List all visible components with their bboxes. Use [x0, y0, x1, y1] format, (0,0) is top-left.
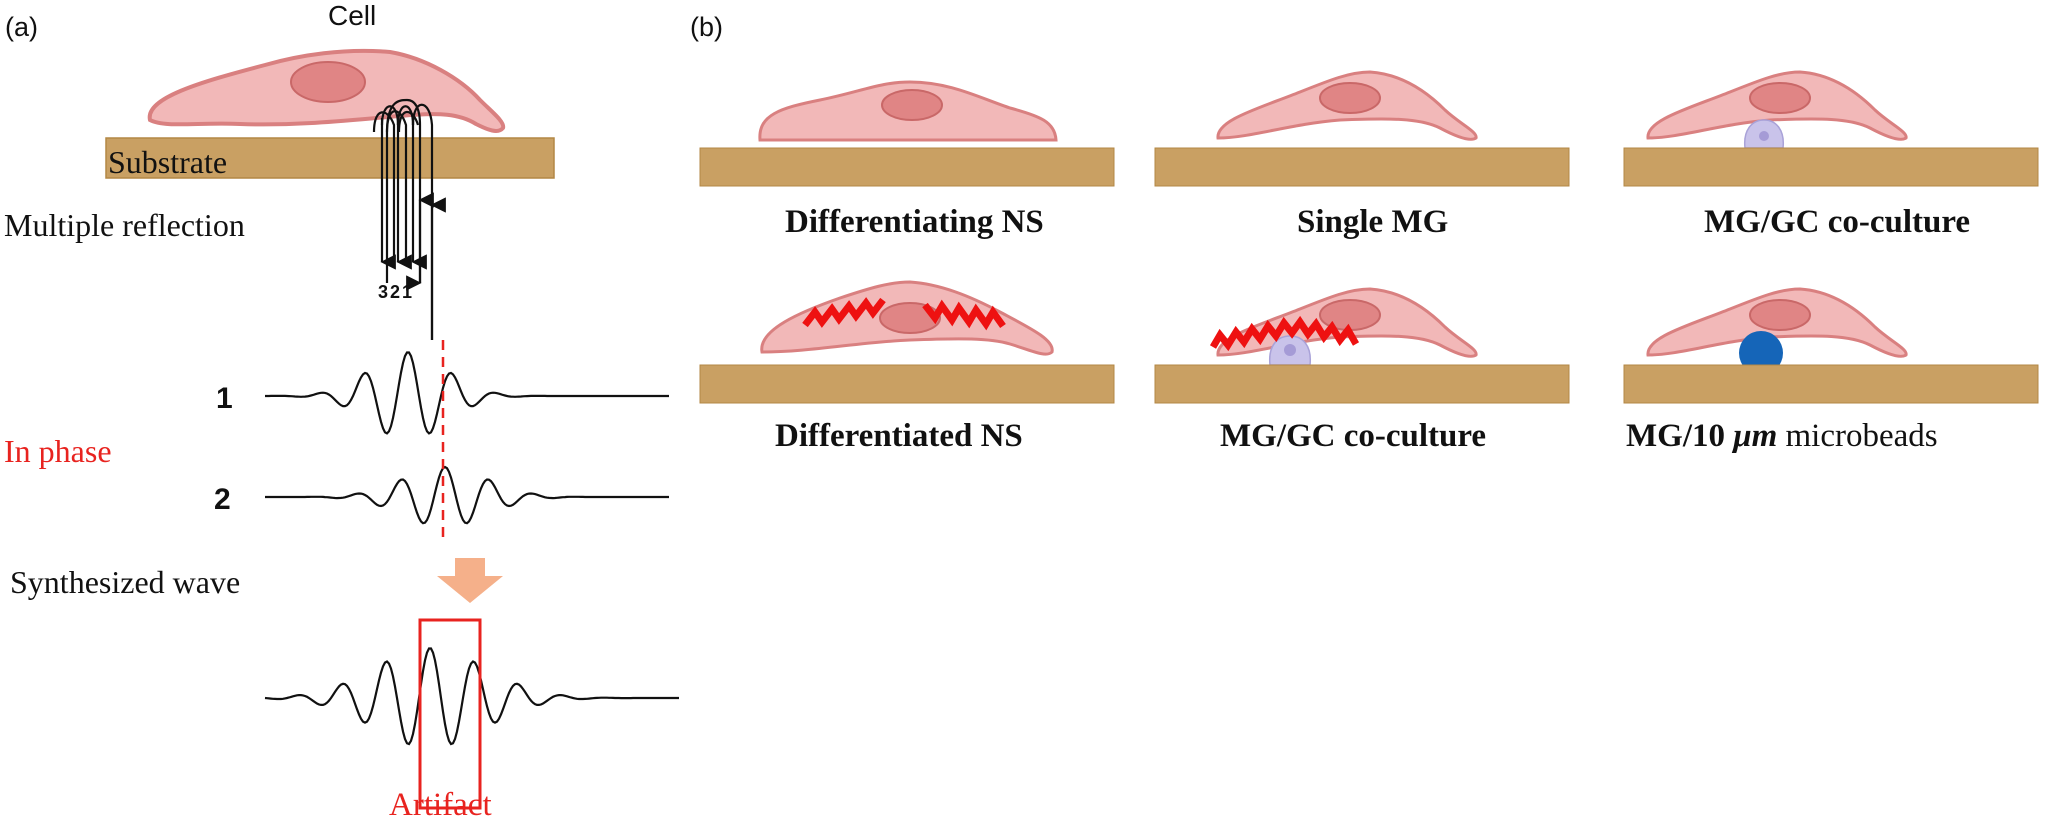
differentiating-ns-cell: [758, 80, 1058, 142]
wave-2-label: 2: [214, 483, 231, 516]
substrate-label: Substrate: [108, 144, 227, 180]
reflection-paths: [372, 98, 434, 291]
reflection-numbers: 321: [378, 282, 414, 302]
caption-mg-prefix: MG/10: [1626, 418, 1733, 454]
synthesized-label: Synthesized wave: [10, 564, 240, 600]
multiple-reflection-label: Multiple reflection: [4, 207, 245, 243]
caption-single-mg: Single MG: [1297, 204, 1448, 240]
substrate-b5: [1154, 364, 1570, 404]
wave-1-label: 1: [216, 382, 233, 415]
substrate-b1: [699, 147, 1115, 187]
cell-a: [147, 48, 506, 133]
mg-bead-cell: [1646, 287, 1908, 375]
artifact-box: [418, 618, 482, 810]
microbead: [1739, 331, 1783, 375]
differentiated-ns-cell: [760, 280, 1054, 356]
substrate-a: [105, 137, 555, 179]
caption-mg-microbeads: MG/10 μm microbeads: [1626, 418, 1938, 454]
substrate-b3: [1623, 147, 2039, 187]
caption-mg-gc-co-culture-1: MG/GC co-culture: [1704, 204, 1970, 240]
wave-2: [265, 465, 669, 525]
panel-a-label: (a): [5, 12, 38, 42]
down-arrow: [437, 558, 503, 603]
caption-mg-gc-co-culture-2: MG/GC co-culture: [1220, 418, 1486, 454]
substrate-b2: [1154, 147, 1570, 187]
mg-gc-cell-2: [1209, 287, 1478, 366]
substrate-b4: [699, 364, 1115, 404]
wave-1: [265, 351, 669, 435]
substrate-b6: [1623, 364, 2039, 404]
cell-label: Cell: [328, 0, 376, 31]
panel-b-label: (b): [690, 12, 723, 42]
synthesized-wave: [264, 647, 679, 746]
mg-gc-cell-1: [1646, 70, 1908, 149]
caption-differentiated-ns: Differentiated NS: [775, 418, 1023, 454]
caption-differentiating-ns: Differentiating NS: [785, 204, 1044, 240]
in-phase-label: In phase: [4, 433, 112, 469]
caption-mg-unit: μm: [1731, 418, 1777, 454]
single-mg-cell: [1216, 70, 1478, 141]
reflection-loops-top: [380, 103, 434, 340]
caption-mg-suffix: microbeads: [1777, 418, 1937, 454]
artifact-label: Artifact: [389, 787, 492, 819]
cell-nucleus: [290, 61, 366, 103]
